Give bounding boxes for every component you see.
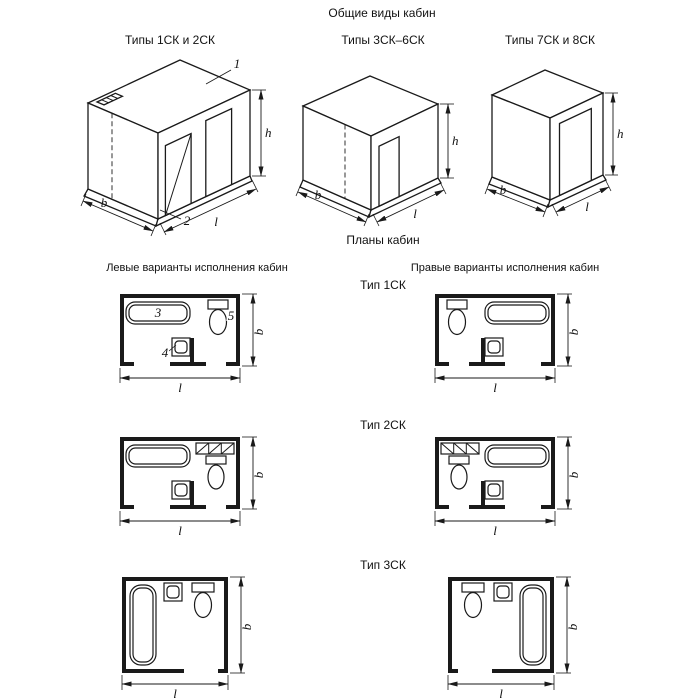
dim-label-l: l: [178, 523, 182, 538]
dim-label-b: b: [500, 182, 507, 197]
dim-label-b: b: [239, 623, 254, 630]
dim-label-b: b: [251, 328, 266, 335]
type-2sk-label: Тип 2СК: [360, 418, 406, 432]
iso-view-types-7sk-8sk: h b l: [484, 69, 624, 218]
iso-view-1-title: Типы 1СК и 2СК: [125, 33, 215, 47]
dim-label-l: l: [493, 523, 497, 538]
dim-label-b: b: [315, 187, 322, 202]
plan-3sk-left: l b: [121, 576, 254, 700]
type-3sk-label: Тип 3СК: [360, 558, 406, 572]
callout-2: 2: [184, 213, 191, 228]
dim-label-l: l: [493, 380, 497, 395]
dim-label-l: l: [413, 206, 417, 221]
dim-label-h: h: [617, 126, 624, 141]
callout-5: 5: [228, 308, 235, 323]
type-1sk-label: Тип 1СК: [360, 278, 406, 292]
iso-view-2-title: Типы 3СК–6СК: [341, 33, 424, 47]
callout-1: 1: [234, 56, 241, 71]
dim-label-b: b: [101, 195, 108, 210]
iso-view-3-title: Типы 7СК и 8СК: [505, 33, 595, 47]
dim-label-l: l: [499, 686, 503, 700]
dim-label-l: l: [178, 380, 182, 395]
right-variants-header: Правые варианты исполнения кабин: [411, 262, 599, 274]
left-variants-header: Левые варианты исполнения кабин: [106, 262, 288, 274]
plan-1sk-left: 3 4 5 l b: [119, 293, 266, 395]
dim-label-l: l: [585, 199, 589, 214]
callout-3: 3: [154, 305, 162, 320]
iso-view-types-1sk-2sk: 1 2 h b l: [80, 55, 272, 237]
dim-label-b: b: [566, 328, 581, 335]
plan-1sk-right: l b: [434, 293, 581, 395]
plan-2sk-left: l b: [119, 436, 266, 538]
iso-view-types-3sk-6sk: h b l: [295, 75, 459, 227]
callout-4: 4: [162, 345, 169, 360]
dim-label-b: b: [565, 623, 580, 630]
dim-label-l: l: [173, 686, 177, 700]
plan-3sk-right: l b: [447, 576, 580, 700]
dim-label-h: h: [452, 133, 459, 148]
dim-label-b: b: [566, 471, 581, 478]
dim-label-h: h: [265, 125, 272, 140]
plans-section-title: Планы кабин: [346, 233, 419, 247]
plan-2sk-right: l b: [434, 436, 581, 538]
dim-label-l: l: [214, 214, 218, 229]
dim-label-b: b: [251, 471, 266, 478]
page-title: Общие виды кабин: [328, 6, 435, 20]
